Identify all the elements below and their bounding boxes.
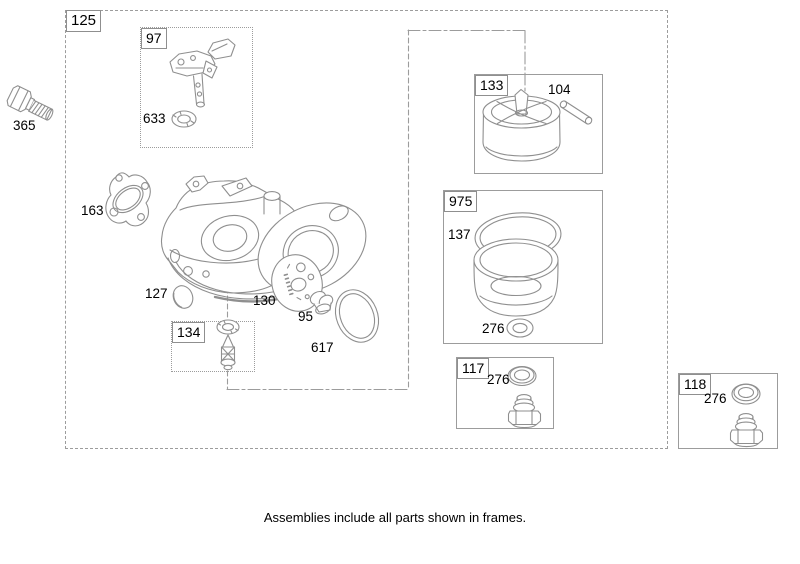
washer-118-drawing (731, 383, 761, 405)
needle-134-drawing (216, 319, 240, 371)
frame-label-125: 125 (66, 10, 102, 32)
frame-label-975: 975 (444, 191, 478, 212)
part-label-137: 137 (448, 227, 471, 242)
cover-disc-130-drawing (271, 254, 323, 312)
float-lever-97-drawing (169, 38, 236, 108)
diagram-caption: Assemblies include all parts shown in fr… (263, 510, 527, 525)
frame-97 (140, 27, 253, 148)
part-label-617: 617 (311, 340, 334, 355)
washer-117-drawing (507, 365, 537, 387)
part-label-365: 365 (13, 118, 36, 133)
mounting-bolt-365-drawing (6, 85, 54, 121)
lever-washer-633-drawing (171, 110, 197, 128)
frame-label-118: 118 (679, 374, 712, 395)
bowl-bolt-117-drawing (507, 394, 542, 429)
part-label-95: 95 (298, 309, 314, 324)
large-oring-617-drawing (334, 289, 380, 343)
bowl-bolt-118-drawing (729, 413, 764, 448)
part-label-633: 633 (143, 111, 166, 126)
part-label-130: 130 (253, 293, 276, 308)
part-label-276-118: 276 (704, 391, 727, 406)
float-133-drawing (482, 88, 561, 162)
part-label-104: 104 (548, 82, 571, 97)
frame-118 (678, 373, 778, 449)
part-label-276-bowl: 276 (482, 321, 505, 336)
frame-133 (474, 74, 603, 174)
hinge-pin-104-drawing (559, 100, 593, 125)
part-label-163: 163 (81, 203, 104, 218)
assembly-axis-lines (226, 29, 527, 391)
gasket-163-drawing (105, 172, 151, 227)
welch-plug-127-drawing (172, 285, 194, 309)
plug-screw-95-drawing (309, 290, 334, 315)
bowl-washer-276-drawing (506, 318, 534, 338)
frame-134 (171, 321, 255, 372)
frame-label-133: 133 (475, 75, 509, 96)
frame-label-117: 117 (457, 358, 490, 379)
part-label-127: 127 (145, 286, 168, 301)
frame-117 (456, 357, 554, 429)
frame-label-97: 97 (141, 28, 167, 49)
frame-125 (65, 10, 668, 449)
frame-label-134: 134 (172, 322, 206, 343)
float-bowl-drawing (473, 238, 559, 317)
frame-975 (443, 190, 603, 344)
part-label-276-117: 276 (487, 372, 510, 387)
